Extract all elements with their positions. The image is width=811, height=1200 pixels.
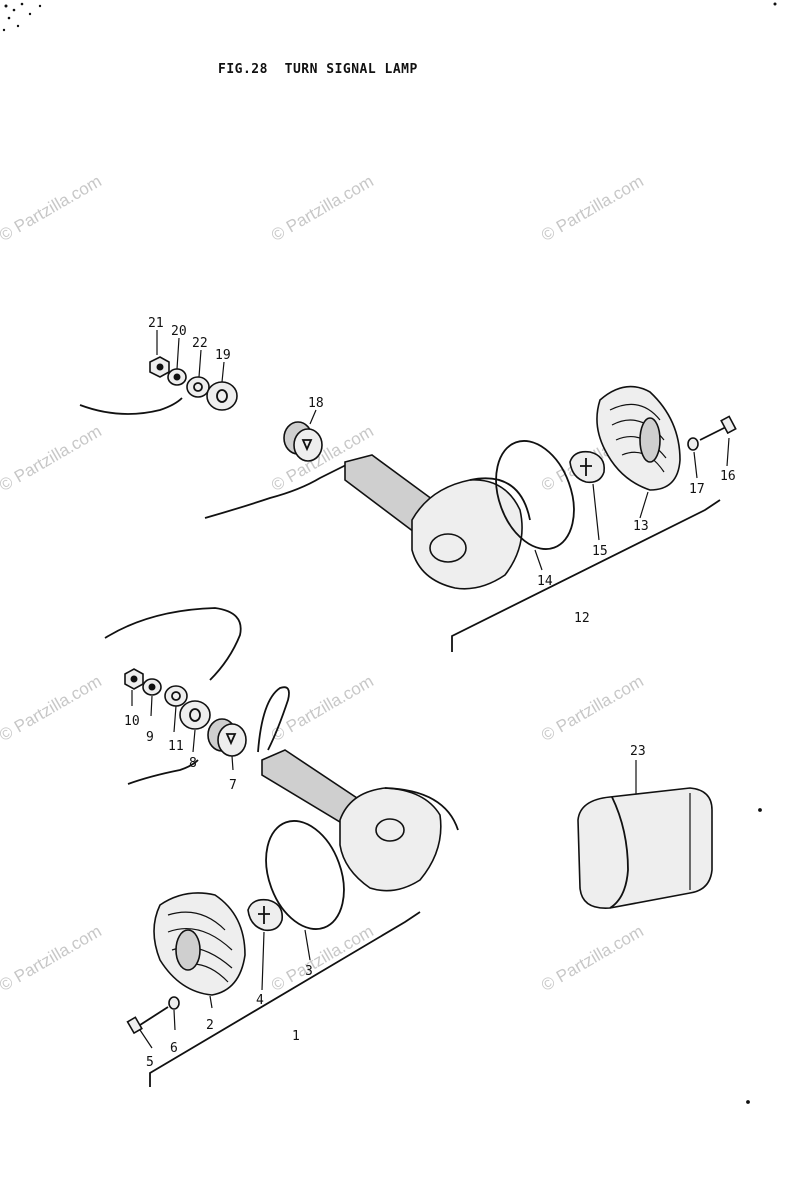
- lens-13: [596, 385, 681, 491]
- callout-11: 11: [168, 739, 184, 754]
- terminal-22: [186, 376, 210, 398]
- callout-5: 5: [146, 1055, 154, 1070]
- figure-title: FIG.28 TURN SIGNAL LAMP: [218, 62, 418, 77]
- group-bracket-12: [451, 499, 721, 652]
- group-bracket-1: [149, 911, 421, 1087]
- wire-loop-lower: [257, 686, 290, 753]
- screw-16: [699, 425, 729, 441]
- callout-15: 15: [592, 544, 608, 559]
- cushion-8: [179, 700, 211, 730]
- scan-noise: [2, 2, 777, 1104]
- callout-17: 17: [689, 482, 705, 497]
- callout-8: 8: [189, 756, 197, 771]
- callout-18: 18: [308, 396, 324, 411]
- callout-2: 2: [206, 1018, 214, 1033]
- callout-10: 10: [124, 714, 140, 729]
- wire-lead-lower: [104, 607, 242, 681]
- lower-lamp-assembly: [104, 607, 459, 1087]
- wire-lead-upper-2: [204, 461, 353, 519]
- bulb-15: [569, 450, 606, 484]
- callout-6: 6: [170, 1041, 178, 1056]
- callout-1: 1: [292, 1029, 300, 1044]
- callout-19: 19: [215, 348, 231, 363]
- terminal-11: [164, 685, 188, 707]
- callout-9: 9: [146, 730, 154, 745]
- callout-23: 23: [630, 744, 646, 759]
- gasket-14: [495, 440, 575, 550]
- callout-13: 13: [633, 519, 649, 534]
- washer-17: [687, 437, 699, 451]
- callout-4: 4: [256, 993, 264, 1008]
- flasher-relay-23: [577, 760, 713, 909]
- upper-lamp-assembly: [79, 330, 737, 652]
- callout-21: 21: [148, 316, 164, 331]
- wire-lead-lower-2: [127, 759, 199, 785]
- callout-20: 20: [171, 324, 187, 339]
- wire-lead-upper: [79, 397, 183, 415]
- lamp-housing-upper: [411, 479, 523, 590]
- gasket-3: [265, 820, 345, 930]
- cushion-19: [206, 381, 238, 411]
- screw-5: [139, 1006, 169, 1026]
- washer-6: [168, 996, 180, 1010]
- callout-14: 14: [537, 574, 553, 589]
- callout-labels: 21 20 22 19 18 14 15 13 16 17 12 10 9 11…: [124, 316, 736, 1070]
- callout-3: 3: [305, 964, 313, 979]
- callout-7: 7: [229, 778, 237, 793]
- callout-12: 12: [574, 611, 590, 626]
- callout-16: 16: [720, 469, 736, 484]
- bulb-4: [247, 898, 284, 932]
- callout-22: 22: [192, 336, 208, 351]
